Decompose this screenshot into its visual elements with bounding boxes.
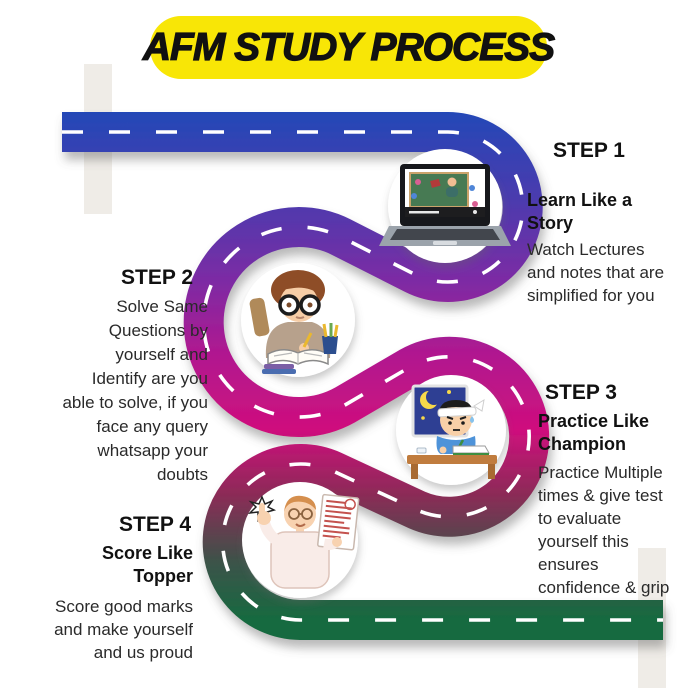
night-study-illustration bbox=[407, 384, 497, 479]
step-3-heading: Practice Like Champion bbox=[538, 411, 650, 454]
step-1-heading: Learn Like a Story bbox=[527, 190, 633, 233]
page-title: AFM STUDY PROCESS bbox=[142, 25, 556, 69]
step-4-block: STEP 4 Score Like Topper Score good mark… bbox=[0, 513, 193, 664]
step-3-label: STEP 3 bbox=[545, 381, 617, 404]
title-pill bbox=[150, 16, 547, 79]
step-1-block: STEP 1 Learn Like a Story Watch Lectures… bbox=[527, 139, 699, 307]
step-2-label: STEP 2 bbox=[121, 266, 193, 289]
laptop-lecture-illustration bbox=[379, 164, 511, 246]
step-4-heading: Score Like Topper bbox=[101, 543, 193, 586]
road-path bbox=[62, 112, 663, 640]
step-1-label: STEP 1 bbox=[553, 139, 625, 162]
thumbs-up-certificate-illustration bbox=[247, 493, 360, 589]
step-1-body: Watch Lectures and notes that are simpli… bbox=[527, 240, 665, 305]
step-2-body: Solve Same Questions by yourself and Ide… bbox=[62, 297, 208, 484]
step-4-body: Score good marks and make yourself and u… bbox=[54, 597, 193, 662]
step-3-body: Practice Multiple times & give test to e… bbox=[538, 463, 670, 597]
step-4-label: STEP 4 bbox=[119, 513, 191, 536]
step-3-block: STEP 3 Practice Like Champion Practice M… bbox=[538, 381, 700, 599]
step-2-block: STEP 2 Solve Same Questions by yourself … bbox=[0, 266, 208, 487]
boy-writing-illustration bbox=[249, 270, 339, 374]
